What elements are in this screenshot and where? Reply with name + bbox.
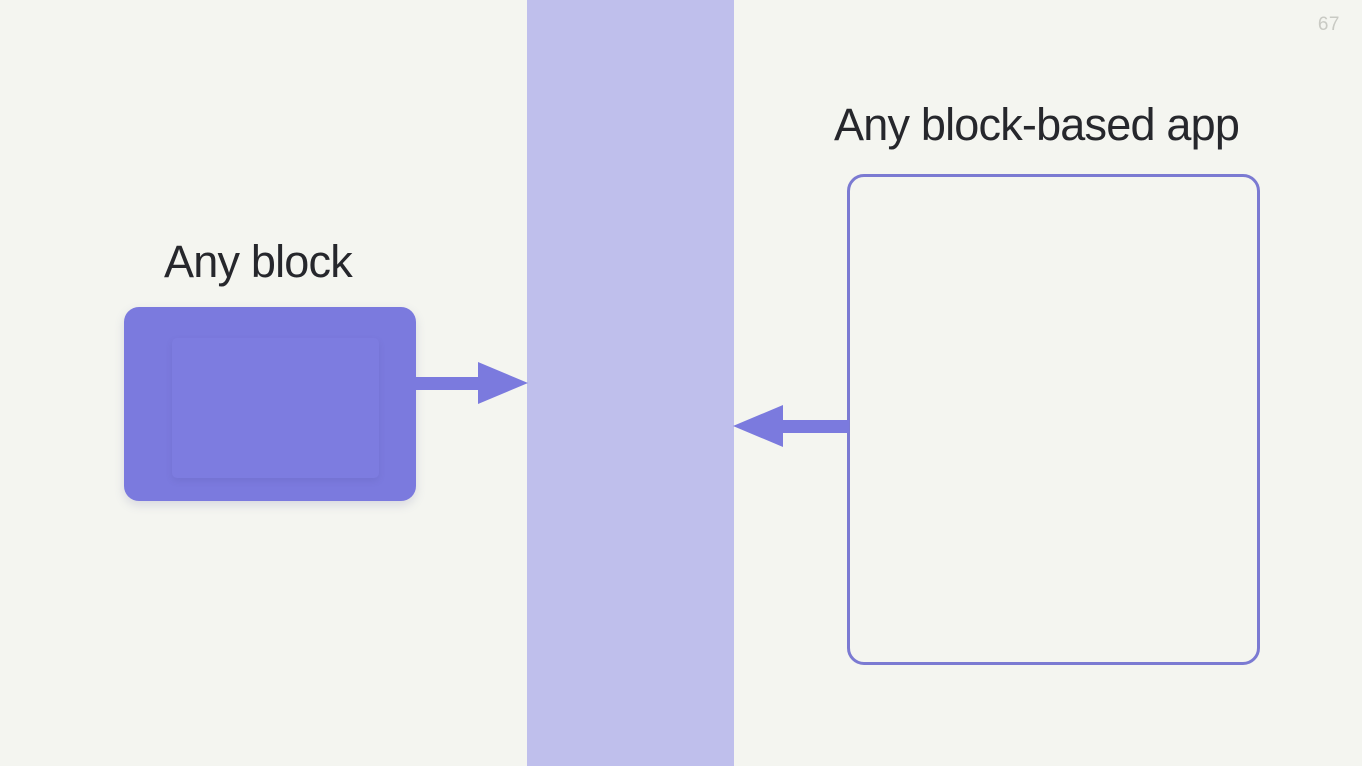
left-heading: Any block <box>164 236 353 287</box>
arrow-left-icon <box>733 405 783 447</box>
any-block-based-app-shape[interactable] <box>847 174 1260 665</box>
any-block-inner-surface <box>172 338 379 478</box>
arrow-right-icon <box>478 362 528 404</box>
page-number: 67 <box>1317 14 1340 35</box>
center-connector-band <box>527 0 734 766</box>
right-heading: Any block-based app <box>834 99 1240 150</box>
any-block-shape[interactable] <box>124 307 416 501</box>
arrow-app-to-band-shaft <box>779 420 849 433</box>
